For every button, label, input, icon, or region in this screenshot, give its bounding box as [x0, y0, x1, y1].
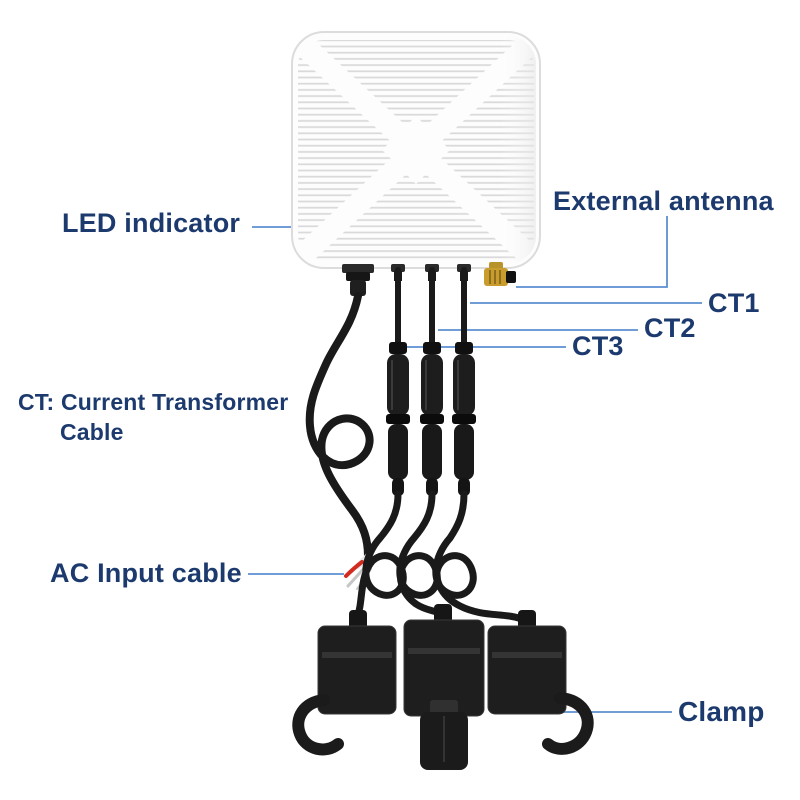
ct-note-line2: Cable: [60, 418, 124, 445]
clamp-right: [487, 610, 594, 755]
ct1-label: CT1: [708, 288, 760, 318]
clamp-label: Clamp: [678, 696, 765, 727]
antenna-leader-line: [516, 216, 668, 288]
ct3-label: CT3: [572, 331, 624, 361]
led-indicator-label: LED indicator: [62, 208, 241, 238]
antenna-connector: [484, 262, 516, 286]
clamp-left: [292, 610, 397, 756]
ct-note-line1: CT: Current Transformer: [18, 389, 289, 415]
ct-cable-3: [432, 267, 528, 624]
ct-connector-2: [420, 342, 444, 496]
ct-connector-3: [452, 342, 476, 496]
heat-sink-fins: [296, 36, 536, 264]
ac-input-cable-label: AC Input cable: [50, 558, 242, 588]
ct-cable-1: [354, 267, 410, 624]
external-antenna-label: External antenna: [553, 186, 774, 216]
ct2-label: CT2: [644, 313, 696, 343]
ac-cable-gland: [342, 264, 374, 296]
ct-note-label: CT: Current Transformer Cable: [18, 388, 288, 448]
device-body: [291, 31, 541, 269]
ct-connector-1: [386, 342, 410, 496]
ac-input-cable-art: [305, 292, 374, 590]
clamp-middle: [403, 604, 485, 770]
